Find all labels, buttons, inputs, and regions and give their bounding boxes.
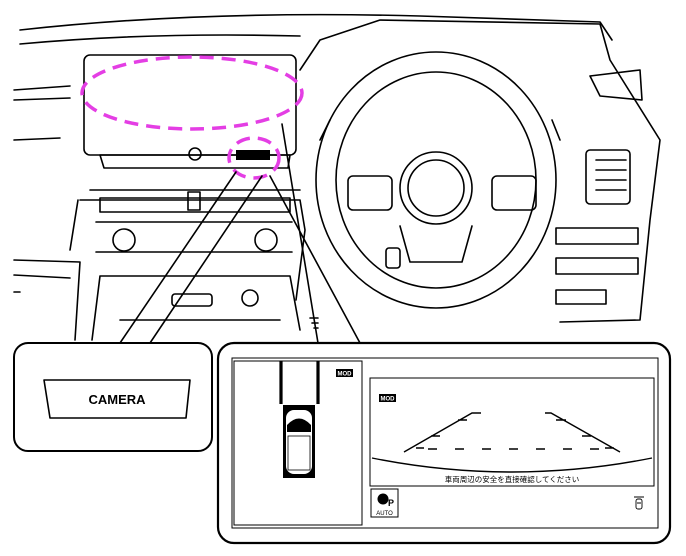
camera-button-callout	[13, 342, 213, 452]
camera-button[interactable]	[43, 379, 191, 419]
parking-guide-lines	[371, 412, 653, 473]
steering-p-icon	[377, 493, 389, 505]
camera-button-label: CAMERA	[88, 392, 146, 407]
rear-view-mod-badge	[379, 394, 396, 402]
monitor-callout	[216, 341, 672, 545]
svg-text:MOD: MOD	[338, 372, 353, 378]
monitor-screen	[231, 357, 659, 529]
svg-text:P: P	[388, 498, 394, 508]
auto-park-button[interactable]: P AUTO	[370, 488, 399, 518]
safety-warning-text: 車両周辺の安全を直接確認してください	[445, 474, 580, 484]
parking-lines	[279, 361, 320, 404]
car-top-icon	[283, 405, 315, 478]
screen-highlight	[80, 55, 304, 131]
sonar-sensor-icon[interactable]	[634, 496, 644, 510]
top-view-mod-badge	[336, 369, 353, 377]
svg-text:MOD: MOD	[381, 397, 396, 403]
top-view-pane	[233, 360, 363, 526]
svg-text:AUTO: AUTO	[376, 511, 393, 517]
dashboard-lines	[13, 13, 661, 341]
rear-view-pane	[369, 377, 655, 487]
camera-switch-highlight	[227, 136, 281, 180]
